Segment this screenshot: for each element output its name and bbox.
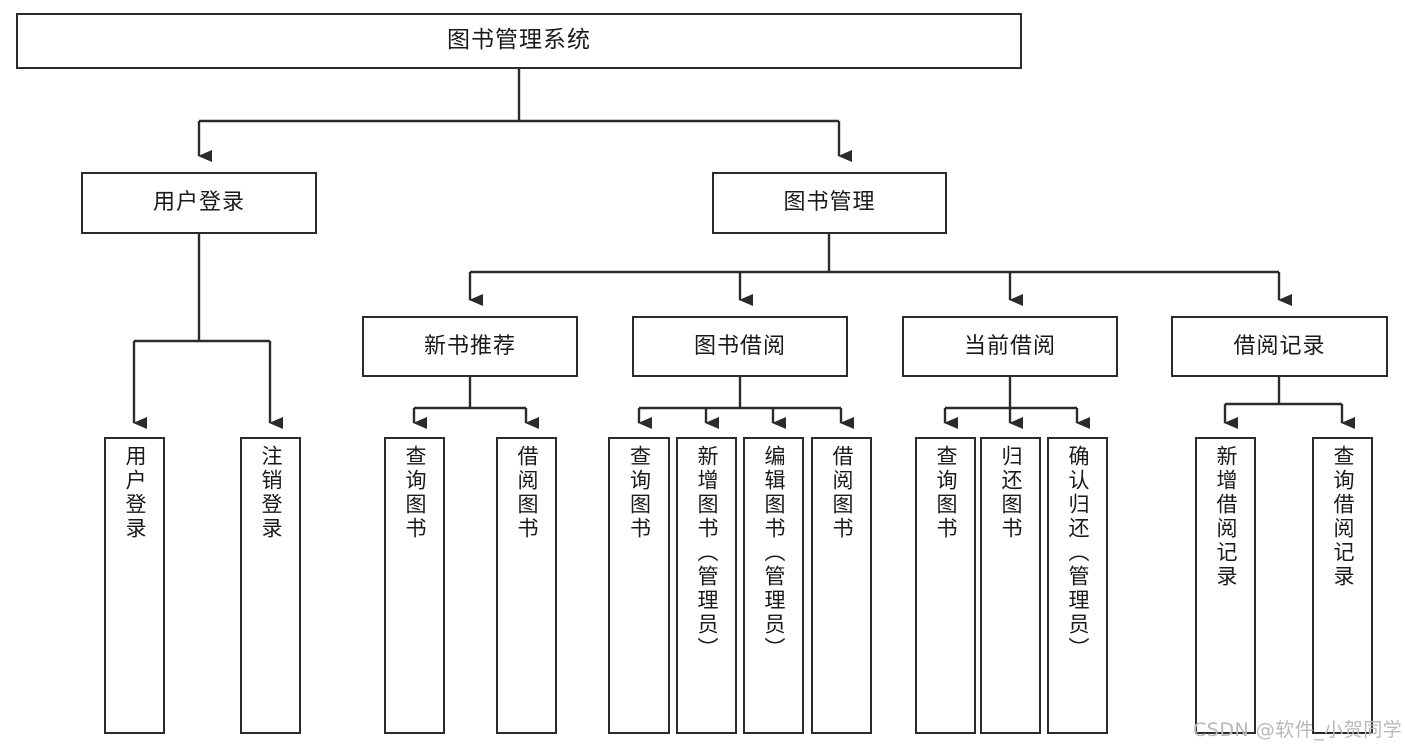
edge-group-root: [197, 69, 852, 162]
node-label: 新书推荐: [423, 333, 516, 359]
node-label: 新增借阅记录: [1214, 445, 1238, 589]
node-label: 归还图书: [999, 445, 1023, 541]
node-leaf-query-book-current[interactable]: 查询图书: [915, 437, 976, 734]
node-label: 用户登录: [123, 445, 147, 541]
node-label: 确认归还（管理员）: [1066, 445, 1090, 661]
node-label: 查询图书: [403, 445, 427, 541]
edge-group-user-login: [132, 234, 283, 429]
edge-group-current-borrow: [943, 377, 1090, 429]
node-label: 借阅记录: [1233, 333, 1326, 359]
edge-group-new-book-recommend: [412, 377, 539, 429]
node-label: 图书管理: [783, 190, 876, 216]
node-label: 图书借阅: [693, 333, 786, 359]
node-label: 借阅图书: [515, 445, 539, 541]
node-label: 查询图书: [627, 445, 652, 541]
node-leaf-add-borrow-record[interactable]: 新增借阅记录: [1195, 437, 1256, 734]
node-label: 注销登录: [259, 445, 283, 541]
node-leaf-query-book-recommend[interactable]: 查询图书: [384, 437, 445, 734]
node-label: 用户登录: [152, 190, 245, 216]
node-leaf-query-book-borrow[interactable]: 查询图书: [608, 437, 670, 734]
node-label: 新增图书（管理员）: [695, 445, 719, 661]
node-label: 借阅图书: [830, 445, 854, 541]
edge-group-book-management: [468, 234, 1292, 306]
node-leaf-borrow-book-recommend[interactable]: 借阅图书: [496, 437, 557, 734]
node-current-borrow[interactable]: 当前借阅: [902, 316, 1118, 377]
node-label: 当前借阅: [963, 333, 1056, 359]
node-leaf-borrow-book[interactable]: 借阅图书: [811, 437, 872, 734]
node-leaf-user-login[interactable]: 用户登录: [104, 437, 165, 734]
node-book-borrow[interactable]: 图书借阅: [632, 316, 848, 377]
node-new-book-recommend[interactable]: 新书推荐: [362, 316, 578, 377]
node-leaf-add-book-admin[interactable]: 新增图书（管理员）: [676, 437, 737, 734]
watermark-text: CSDN @软件_小贺同学: [1193, 719, 1403, 741]
edge-group-book-borrow: [637, 377, 854, 429]
node-leaf-return-book[interactable]: 归还图书: [980, 437, 1041, 734]
node-root-system[interactable]: 图书管理系统: [16, 13, 1022, 69]
node-borrow-record[interactable]: 借阅记录: [1171, 316, 1388, 377]
csdn-watermark: CSDN @软件_小贺同学: [1193, 715, 1402, 742]
node-label: 查询图书: [934, 445, 958, 541]
node-leaf-confirm-return-admin[interactable]: 确认归还（管理员）: [1047, 437, 1108, 734]
node-label: 图书管理系统: [447, 27, 591, 54]
edge-group-borrow-record: [1223, 377, 1355, 429]
node-label: 查询借阅记录: [1331, 445, 1355, 589]
node-leaf-query-borrow-record[interactable]: 查询借阅记录: [1312, 437, 1373, 734]
node-book-management[interactable]: 图书管理: [712, 172, 947, 234]
node-leaf-logout[interactable]: 注销登录: [240, 437, 301, 734]
node-user-login[interactable]: 用户登录: [81, 172, 317, 234]
node-label: 编辑图书（管理员）: [762, 445, 786, 661]
node-leaf-edit-book-admin[interactable]: 编辑图书（管理员）: [743, 437, 804, 734]
